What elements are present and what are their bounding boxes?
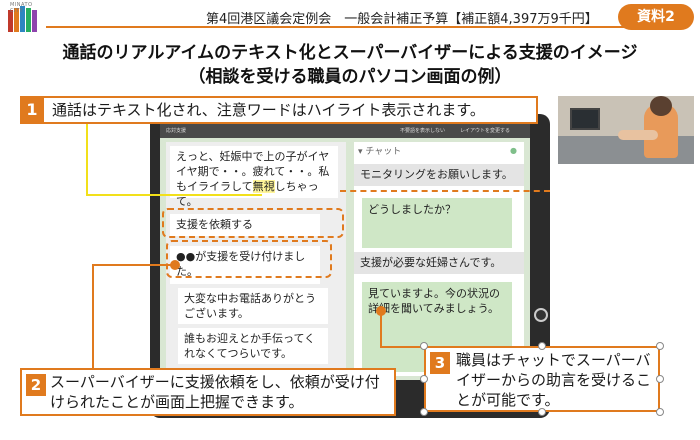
operator-photo — [558, 96, 694, 164]
callout-2-number: 2 — [26, 374, 46, 396]
caller-transcript-2: 誰もお迎えとか手伝ってくれなくてつらいです。 — [178, 328, 328, 364]
logo-tag: MINATO CITY — [10, 2, 33, 14]
chat-dash-line — [340, 190, 550, 192]
chat-header[interactable]: ▾ チャット — [358, 147, 402, 157]
callout-2: 2 スーパーバイザーに支援依頼をし、依頼が受け付けられたことが画面上把握できます… — [20, 368, 396, 416]
resize-handle-bm[interactable] — [538, 408, 546, 416]
resize-handle-tr[interactable] — [656, 342, 664, 350]
screen-toolbar: 応対支援 不要語を表示しない レイアウトを変更する — [160, 124, 530, 138]
minato-city-logo: MINATO CITY — [6, 2, 40, 32]
hide-filler-toggle[interactable]: 不要語を表示しない — [400, 128, 446, 134]
rotate-handle-icon[interactable] — [534, 308, 548, 322]
transcript-pane: えっと、妊娠中で上の子がイヤイヤ期で・・。疲れて・・。私もイライラして無視しちゃ… — [166, 142, 346, 376]
callout-2-text: スーパーバイザーに支援依頼をし、依頼が受け付けられたことが画面上把握できます。 — [50, 373, 380, 411]
resize-handle-tl[interactable] — [420, 342, 428, 350]
connector-2 — [92, 264, 94, 368]
caller-transcript: えっと、妊娠中で上の子がイヤイヤ期で・・。疲れて・・。私もイライラして無視しちゃ… — [170, 146, 338, 208]
yellow-connector — [86, 120, 88, 196]
request-support-button[interactable]: 支援を依頼する — [170, 214, 320, 236]
callout-1: 1 通話はテキスト化され、注意ワードはハイライト表示されます。 — [20, 96, 538, 124]
layout-change-button[interactable]: レイアウトを変更する — [460, 128, 511, 134]
connector-3 — [380, 314, 382, 348]
chat-pane: ▾ チャット ● モニタリングをお願いします。 どうしましたか？ 支援が必要な妊… — [354, 142, 524, 376]
callout-3: 3 職員はチャットでスーパーバイザーからの助言を受けることが可能です。 — [424, 346, 660, 412]
chat-msg-what: どうしましたか？ — [362, 198, 512, 248]
header-text: 第4回港区議会定例会 一般会計補正予算【補正額4,397万9千円】 — [206, 12, 598, 27]
callout-3-text: 職員はチャットでスーパーバイザーからの助言を受けることが可能です。 — [456, 351, 652, 409]
document-badge: 資料2 — [618, 4, 694, 30]
yellow-connector-h — [86, 194, 262, 196]
chat-msg-need: 支援が必要な妊婦さんです。 — [354, 252, 524, 274]
pc-screen: 応対支援 不要語を表示しない レイアウトを変更する えっと、妊娠中で上の子がイヤ… — [160, 124, 530, 380]
connector-dot-2 — [170, 260, 180, 270]
callout-3-number: 3 — [430, 352, 450, 374]
resize-handle-br[interactable] — [656, 408, 664, 416]
warning-word-highlight: 無視 — [252, 180, 275, 193]
resize-handle-mr[interactable] — [656, 375, 664, 383]
staff-reply: 大変な中お電話ありがとうございます。 — [178, 288, 328, 324]
accepted-highlight-box — [166, 240, 332, 278]
connector-3h — [380, 346, 424, 348]
resize-handle-bl[interactable] — [420, 408, 428, 416]
resize-handle-tm[interactable] — [538, 342, 546, 350]
chat-msg-monitoring: モニタリングをお願いします。 — [354, 164, 524, 186]
connector-2h — [92, 264, 174, 266]
resize-handle-ml[interactable] — [420, 375, 428, 383]
connector-dot-3 — [376, 306, 386, 316]
callout-1-number: 1 — [20, 96, 44, 124]
user-icon: ● — [510, 146, 517, 155]
page-title: 通話のリアルアイムのテキスト化とスーパーバイザーによる支援のイメージ — [62, 43, 638, 63]
request-highlight-box — [162, 208, 344, 238]
callout-1-text: 通話はテキスト化され、注意ワードはハイライト表示されます。 — [52, 101, 485, 119]
header-rule — [46, 26, 646, 28]
page-subtitle: （相談を受ける職員のパソコン画面の例） — [188, 67, 512, 87]
toolbar-title: 応対支援 — [166, 128, 187, 134]
